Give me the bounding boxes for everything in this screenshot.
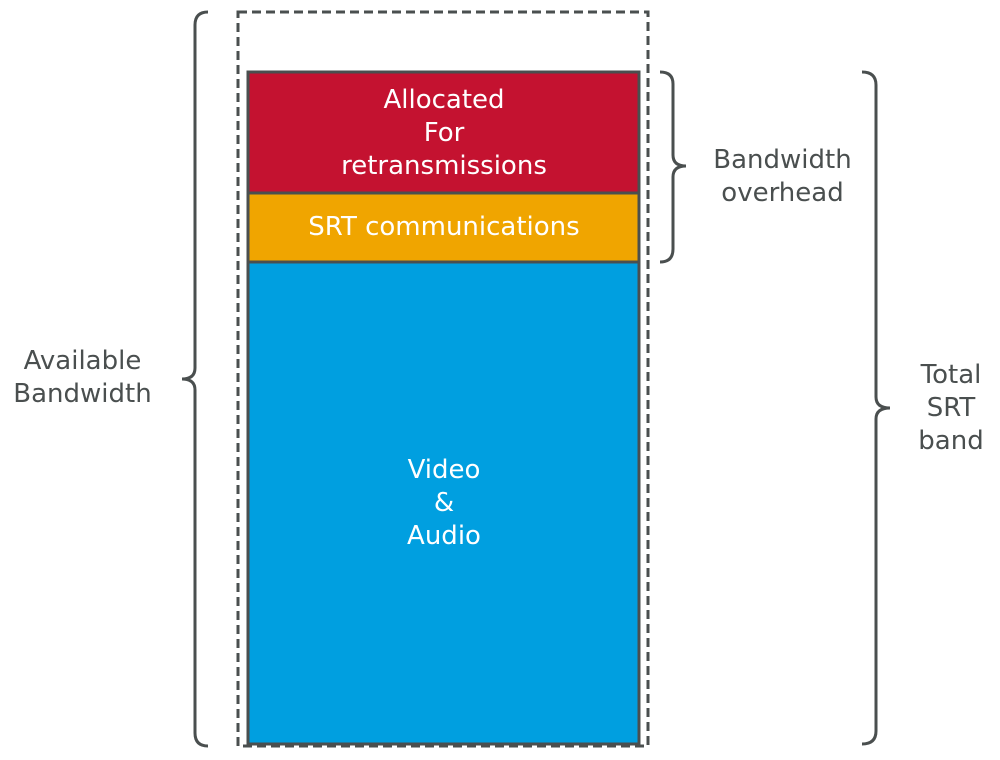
video-audio-label: Video & Audio xyxy=(407,455,481,551)
bandwidth-overhead-brace xyxy=(659,70,687,264)
available-bandwidth-label: Available Bandwidth xyxy=(13,346,152,409)
available-bandwidth-brace xyxy=(181,10,209,748)
total-srt-band-label: Total SRT band xyxy=(918,360,984,456)
available-bandwidth-box xyxy=(236,10,650,748)
total-srt-band-brace xyxy=(861,70,891,746)
bandwidth-overhead-label: Bandwidth overhead xyxy=(713,145,852,208)
retransmissions-label: Allocated For retransmissions xyxy=(341,85,547,181)
video-audio-segment xyxy=(246,260,641,746)
srt-communications-label: SRT communications xyxy=(308,212,580,242)
